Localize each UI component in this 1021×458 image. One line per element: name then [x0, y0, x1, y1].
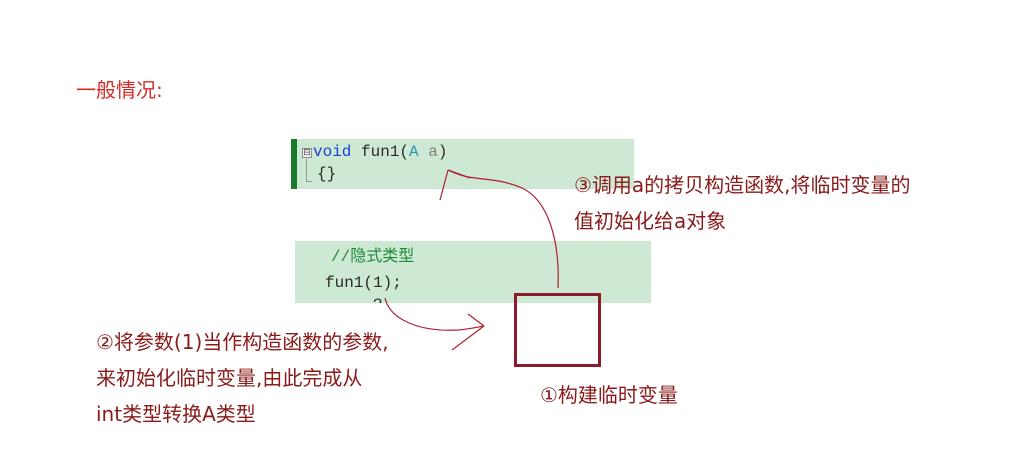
- code-comment: //隐式类型: [331, 248, 415, 266]
- clipped-code-line: ·····?: [325, 294, 383, 303]
- arrow-head-param: [439, 169, 471, 201]
- step2-line-1: ②将参数(1)当作构造函数的参数,: [96, 330, 389, 354]
- step2-line-2: 来初始化临时变量,由此完成从: [96, 366, 363, 390]
- fold-guide-line: [306, 159, 307, 181]
- step2-annotation: ②将参数(1)当作构造函数的参数, 来初始化临时变量,由此完成从 int类型转换…: [96, 324, 389, 432]
- step3-line-2: 值初始化给a对象: [574, 209, 727, 233]
- function-call-line: fun1(1);: [325, 274, 402, 292]
- function-definition-code: ⊟ void fun1(A a) {}: [291, 139, 634, 189]
- param-type: A: [409, 143, 419, 161]
- arrow-temp-to-param: [447, 169, 559, 289]
- collapse-toggle-icon[interactable]: ⊟: [302, 148, 312, 158]
- arrow-head-temp: [451, 313, 485, 351]
- param-name: a: [418, 143, 438, 161]
- function-name: fun1(: [351, 143, 410, 161]
- close-paren: ): [437, 143, 448, 161]
- step3-annotation: ③调用a的拷贝构造函数,将临时变量的 值初始化给a对象: [574, 167, 911, 239]
- function-signature-line: void fun1(A a): [313, 141, 447, 163]
- keyword-void: void: [313, 143, 352, 161]
- step1-annotation: ①构建临时变量: [540, 383, 678, 407]
- page-heading: 一般情况:: [76, 78, 163, 102]
- fold-guide-end: [306, 181, 312, 182]
- step2-line-3: int类型转换A类型: [96, 402, 256, 426]
- function-body-line: {}: [317, 165, 337, 183]
- arrow-call-to-temp: [384, 297, 485, 331]
- function-call-code: //隐式类型 fun1(1); ·····?: [295, 241, 651, 303]
- gutter-change-bar: [291, 139, 297, 189]
- temporary-variable-box: [514, 293, 601, 367]
- step3-line-1: ③调用a的拷贝构造函数,将临时变量的: [574, 173, 911, 197]
